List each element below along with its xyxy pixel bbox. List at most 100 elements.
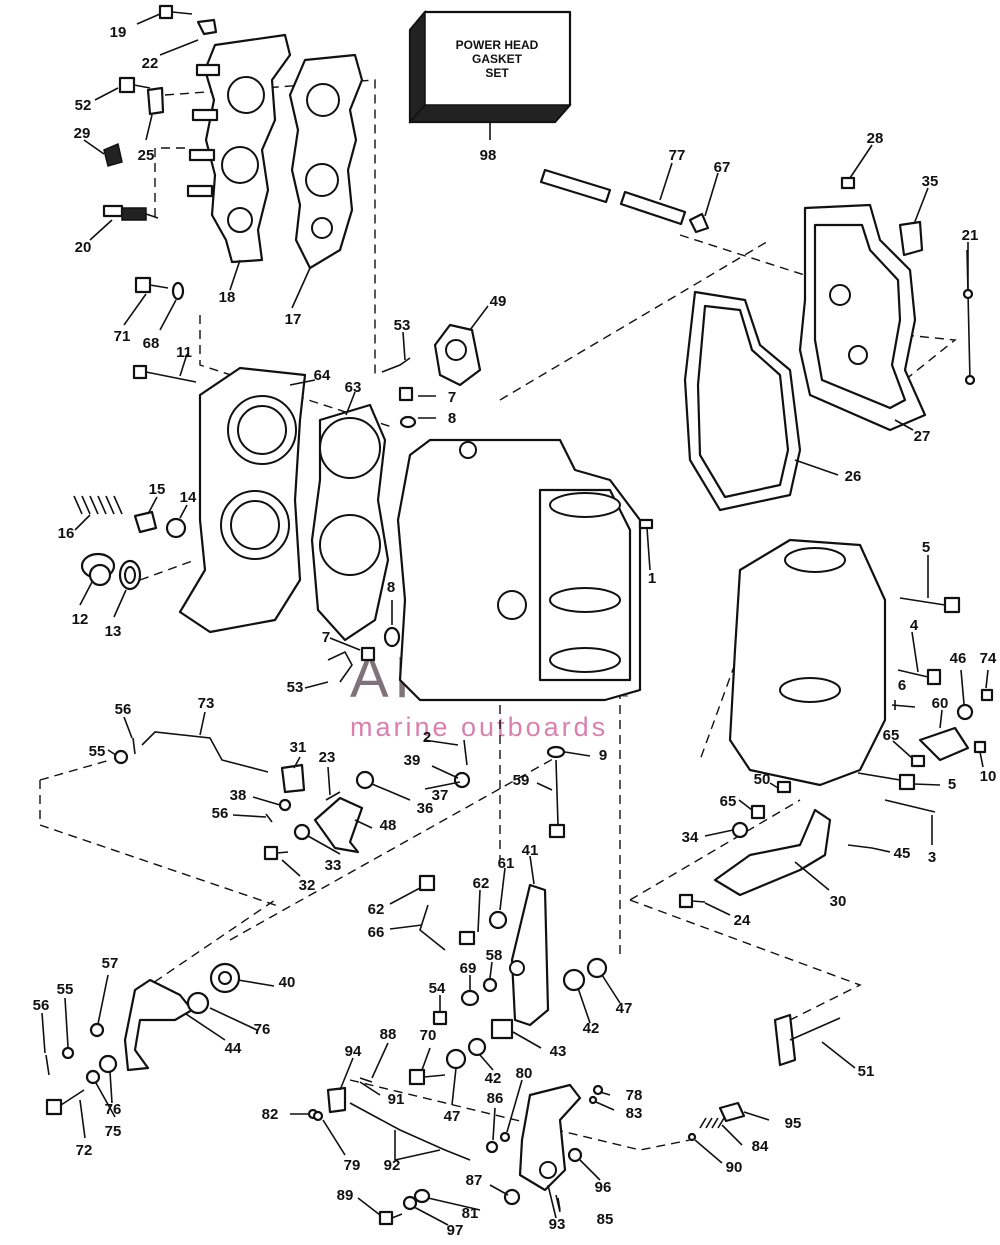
washer-83 bbox=[588, 1095, 598, 1105]
callout-88: 88 bbox=[380, 1026, 397, 1043]
bracket-49 bbox=[433, 323, 482, 387]
callout-86: 86 bbox=[487, 1090, 504, 1107]
washer-47-left bbox=[445, 1048, 467, 1070]
bolt-5-top bbox=[899, 596, 961, 614]
callout-67: 67 bbox=[714, 159, 731, 176]
grommet-36 bbox=[355, 770, 375, 790]
callout-33: 33 bbox=[325, 857, 342, 874]
spring-16 bbox=[73, 495, 123, 515]
cylinder-head-cover bbox=[186, 33, 292, 264]
callout-45: 45 bbox=[894, 845, 911, 862]
pin-1 bbox=[638, 518, 654, 530]
rod-73 bbox=[141, 731, 269, 773]
fitting-67 bbox=[688, 212, 710, 234]
callout-5-bottom: 5 bbox=[948, 776, 956, 793]
arm-41 bbox=[509, 883, 550, 1027]
callout-39: 39 bbox=[404, 752, 421, 769]
callout-7-side: 7 bbox=[322, 629, 330, 646]
washer-68 bbox=[171, 281, 185, 301]
plate-48 bbox=[313, 796, 364, 854]
clip-25 bbox=[146, 86, 165, 116]
callout-60: 60 bbox=[932, 695, 949, 712]
callout-58: 58 bbox=[486, 947, 503, 964]
screw-54 bbox=[432, 1010, 448, 1026]
exhaust-cover-27 bbox=[798, 203, 927, 432]
washer-81 bbox=[413, 1188, 431, 1204]
nut-42-lower bbox=[467, 1037, 487, 1057]
callout-26: 26 bbox=[845, 468, 862, 485]
clip-53-side bbox=[327, 650, 353, 683]
ball-90 bbox=[687, 1132, 697, 1142]
callout-77: 77 bbox=[669, 147, 686, 164]
callout-17: 17 bbox=[285, 311, 302, 328]
callout-22: 22 bbox=[142, 55, 159, 72]
cotter-56-upper bbox=[132, 737, 136, 755]
callout-5-top: 5 bbox=[922, 539, 930, 556]
callout-65-lower: 65 bbox=[720, 793, 737, 810]
rod-92 bbox=[349, 1102, 471, 1161]
callout-91: 91 bbox=[388, 1091, 405, 1108]
link-94 bbox=[326, 1086, 347, 1114]
callout-65-upper: 65 bbox=[883, 727, 900, 744]
fitting-52 bbox=[118, 76, 151, 94]
callout-47-left: 47 bbox=[444, 1108, 461, 1125]
callout-98: 98 bbox=[480, 147, 497, 164]
callout-41: 41 bbox=[522, 842, 539, 859]
nut-76-lower bbox=[98, 1054, 118, 1074]
bracket-60 bbox=[918, 726, 970, 762]
pin-3 bbox=[884, 799, 936, 813]
tube-66 bbox=[419, 904, 446, 951]
grommet-14 bbox=[165, 517, 187, 539]
callout-76-upper: 76 bbox=[254, 1021, 271, 1038]
callout-63: 63 bbox=[345, 379, 362, 396]
callout-62-lower: 62 bbox=[473, 875, 490, 892]
callout-42-upper: 42 bbox=[583, 1020, 600, 1037]
washer-58 bbox=[482, 977, 498, 993]
clip-35 bbox=[898, 220, 924, 257]
callout-36: 36 bbox=[417, 800, 434, 817]
callout-61: 61 bbox=[498, 855, 515, 872]
gasket-box-line2: GASKET bbox=[472, 52, 523, 66]
callout-74: 74 bbox=[980, 650, 997, 667]
callout-79: 79 bbox=[344, 1157, 361, 1174]
thermostat-12 bbox=[80, 552, 116, 587]
callout-84: 84 bbox=[752, 1138, 769, 1155]
spacer-69 bbox=[460, 989, 480, 1007]
long-bolt-11 bbox=[132, 364, 197, 383]
thermostat-sensor-20 bbox=[102, 204, 159, 221]
callout-78: 78 bbox=[626, 1087, 643, 1104]
washer-79 bbox=[312, 1110, 324, 1122]
callout-66: 66 bbox=[368, 924, 385, 941]
washer-33 bbox=[293, 823, 311, 841]
callout-93: 93 bbox=[549, 1216, 566, 1233]
callout-50: 50 bbox=[754, 771, 771, 788]
screw-7-top bbox=[398, 386, 414, 402]
leader-lines bbox=[41, 13, 989, 1226]
link-31 bbox=[280, 763, 306, 794]
shift-arm-93 bbox=[518, 1083, 582, 1192]
callout-53-top: 53 bbox=[394, 317, 411, 334]
callout-56-lower: 56 bbox=[33, 997, 50, 1014]
callout-38: 38 bbox=[230, 787, 247, 804]
washer-46 bbox=[956, 703, 974, 721]
fitting-62-top bbox=[418, 874, 436, 892]
shaft-51 bbox=[773, 1013, 841, 1067]
callout-83: 83 bbox=[626, 1105, 643, 1122]
gasket-box-line1: POWER HEAD bbox=[456, 38, 539, 52]
callout-43: 43 bbox=[550, 1043, 567, 1060]
callout-94: 94 bbox=[345, 1043, 362, 1060]
nut-55-upper bbox=[113, 749, 129, 765]
callout-12: 12 bbox=[72, 611, 89, 628]
callout-7-top: 7 bbox=[448, 389, 456, 406]
screw-10 bbox=[973, 740, 987, 754]
bolt-5-bottom bbox=[857, 772, 916, 791]
callout-8-side: 8 bbox=[387, 579, 395, 596]
callout-56-mid: 56 bbox=[212, 805, 229, 822]
cap-95 bbox=[718, 1101, 746, 1123]
cam-44 bbox=[123, 978, 194, 1072]
callout-8-top: 8 bbox=[448, 410, 456, 427]
callout-53-side: 53 bbox=[287, 679, 304, 696]
fitting-65-upper bbox=[910, 754, 926, 768]
callout-73: 73 bbox=[198, 695, 215, 712]
bolt-59 bbox=[548, 759, 566, 839]
